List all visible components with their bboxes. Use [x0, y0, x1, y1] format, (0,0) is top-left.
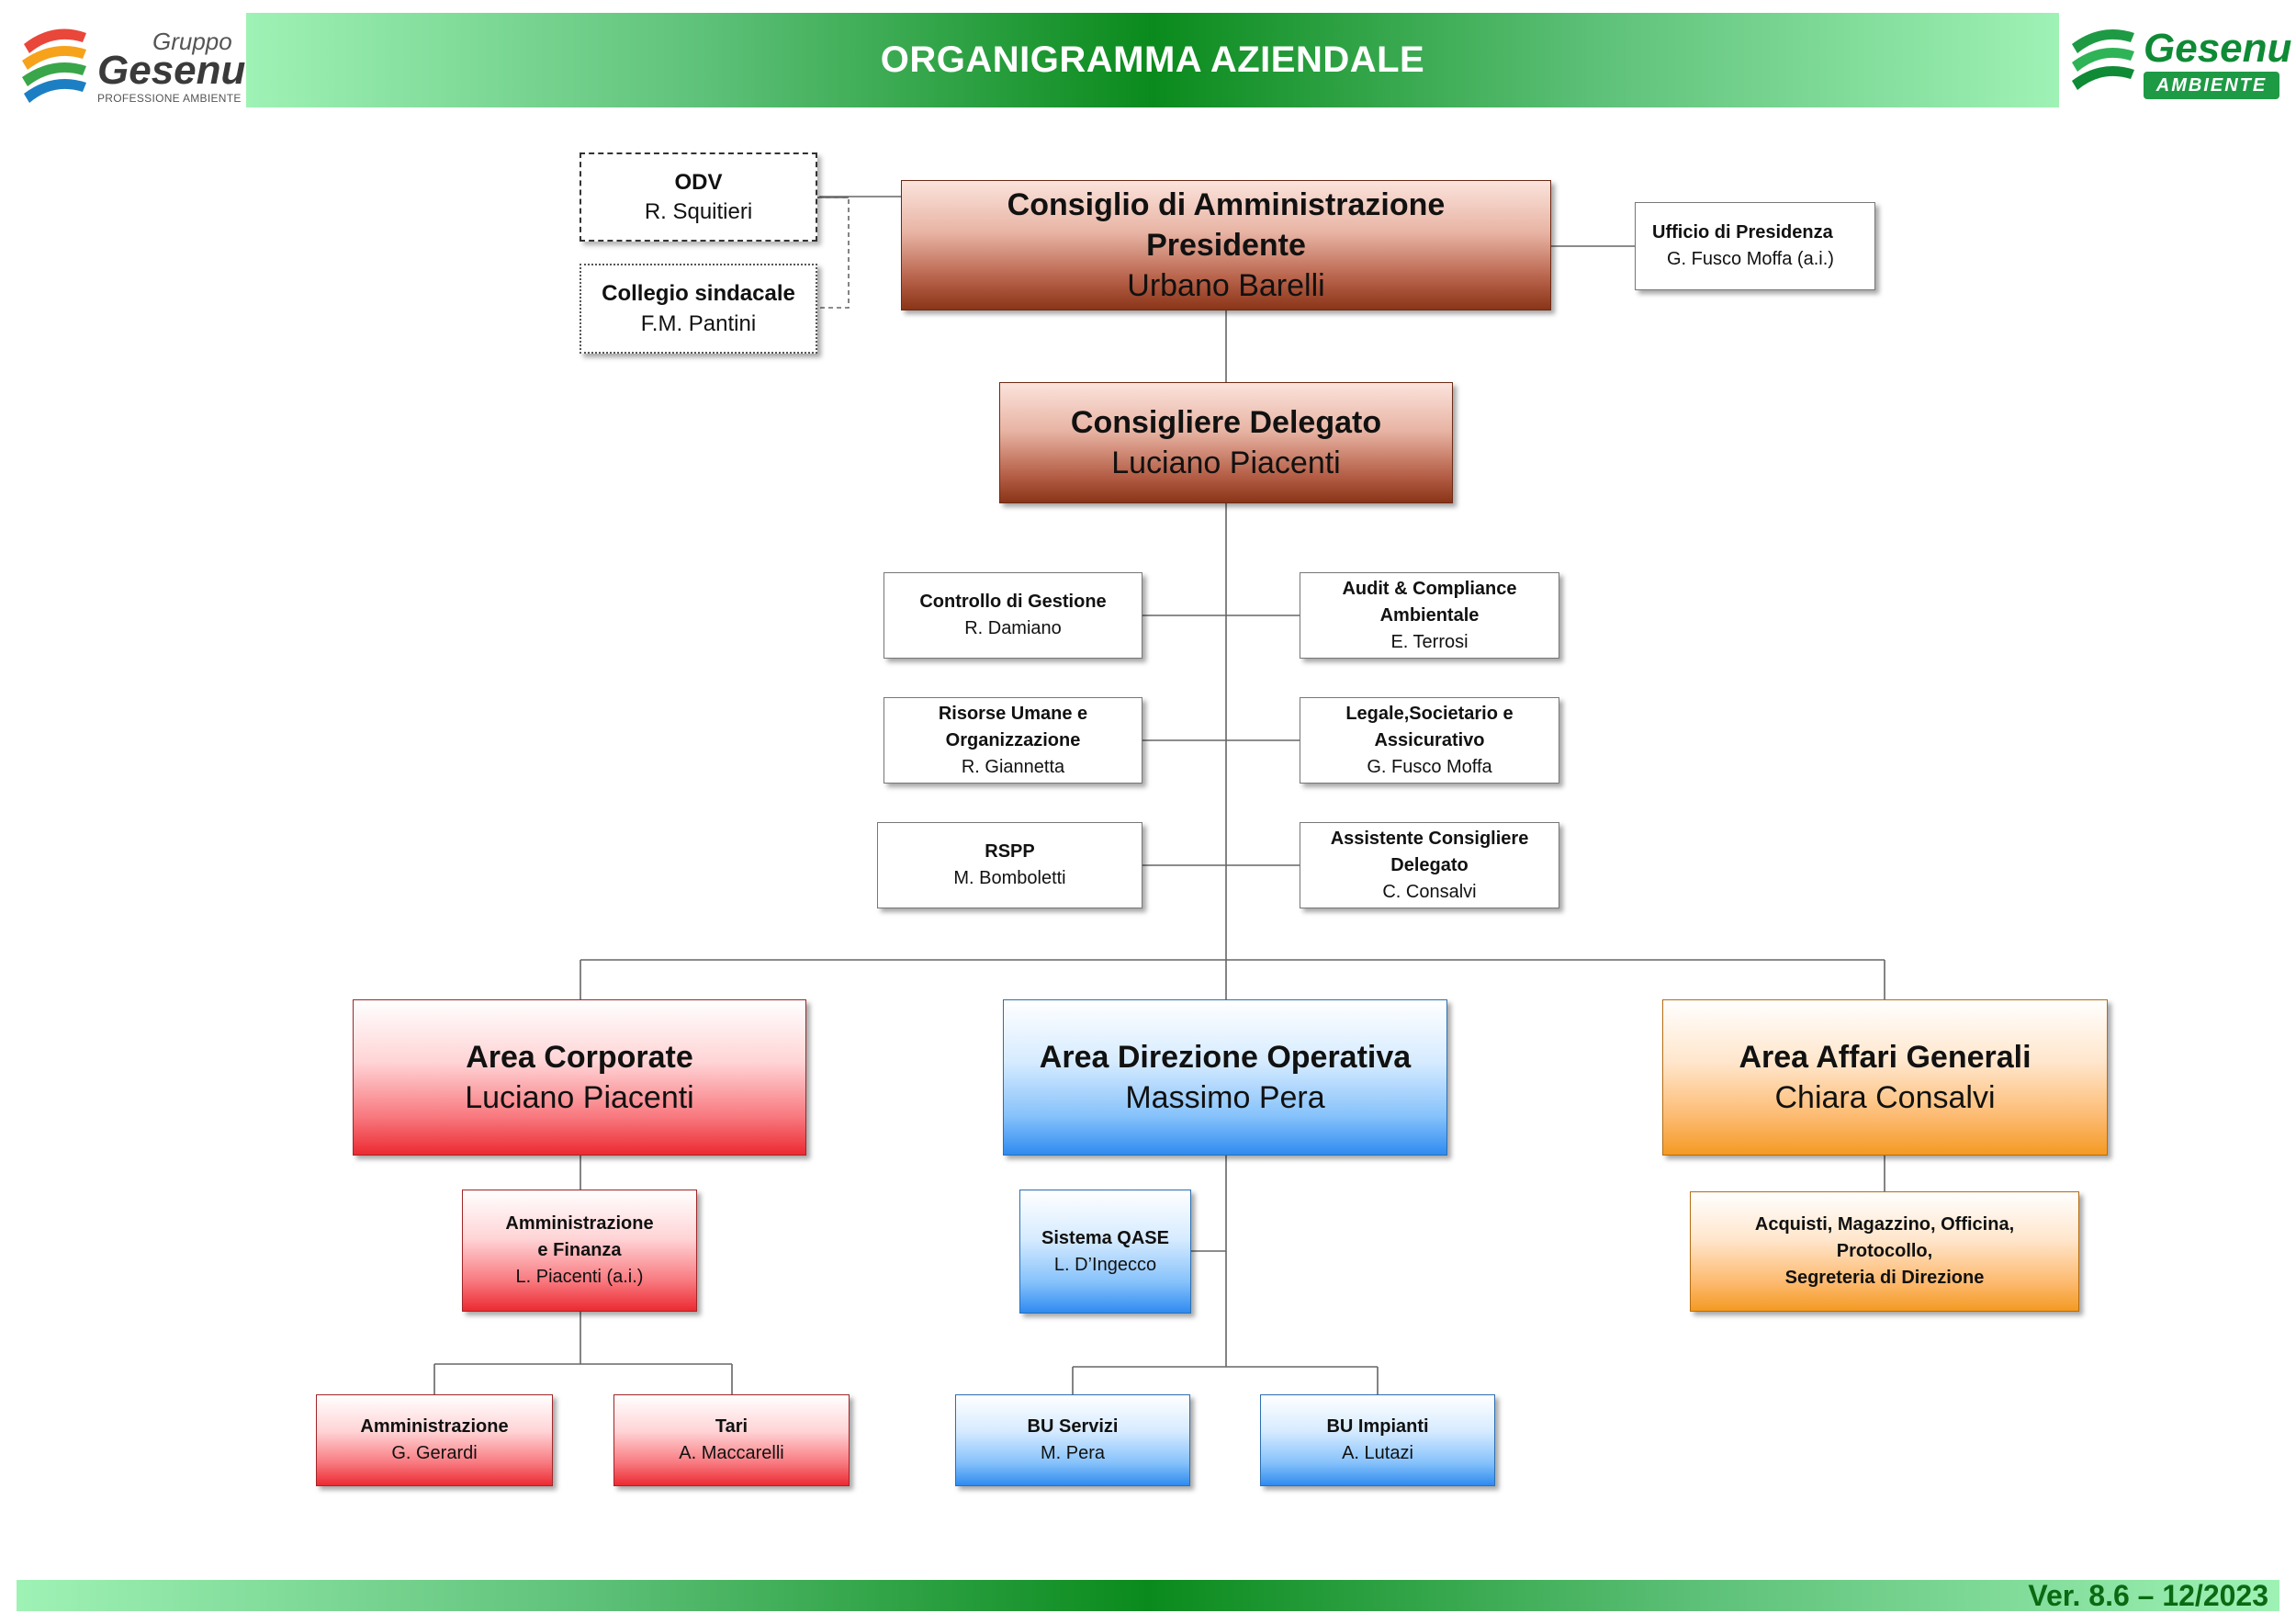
assistente-name: C. Consalvi [1382, 881, 1477, 902]
acquisti-line3: Segreteria di Direzione [1784, 1268, 1985, 1288]
odv-title: ODV [674, 169, 723, 195]
audit-title: Audit & Compliance [1342, 578, 1517, 599]
qase-title: Sistema QASE [1041, 1227, 1169, 1248]
amministrazione-name: G. Gerardi [391, 1443, 478, 1463]
logo-gruppo-gesenu: Gruppo Gesenu PROFESSIONE AMBIENTE [17, 17, 246, 108]
bu-impianti-name: A. Lutazi [1342, 1443, 1413, 1463]
box-legale-societario: Legale,Societario e Assicurativo G. Fusc… [1300, 697, 1559, 784]
rspp-name: M. Bomboletti [953, 868, 1066, 888]
legale-name: G. Fusco Moffa [1367, 756, 1492, 777]
collegio-name: F.M. Pantini [640, 311, 757, 336]
box-rspp: RSPP M. Bomboletti [877, 822, 1142, 908]
risorse-subtitle: Organizzazione [945, 729, 1081, 750]
box-bu-impianti: BU Impianti A. Lutazi [1260, 1394, 1495, 1486]
odv-name: R. Squitieri [644, 198, 753, 224]
header-band: ORGANIGRAMMA AZIENDALE [246, 13, 2059, 107]
logo-left-tagline: PROFESSIONE AMBIENTE [97, 92, 242, 105]
qase-name: L. D’Ingecco [1053, 1254, 1157, 1275]
logo-right-name: Gesenu [2144, 26, 2292, 71]
page-title: ORGANIGRAMMA AZIENDALE [880, 39, 1425, 80]
presidenza-name: G. Fusco Moffa (a.i.) [1667, 249, 1834, 269]
delegato-title: Consigliere Delegato [1070, 405, 1382, 440]
cda-name: Urbano Barelli [1127, 268, 1325, 303]
cda-subtitle: Presidente [1146, 228, 1306, 263]
collegio-title: Collegio sindacale [602, 281, 795, 306]
risorse-name: R. Giannetta [961, 756, 1065, 777]
logo-left-top: Gruppo [152, 28, 232, 55]
gesenu-logo-icon [22, 28, 86, 103]
assistente-title: Assistente Consigliere [1330, 828, 1529, 849]
area-corporate-title: Area Corporate [466, 1040, 693, 1075]
box-controllo-gestione: Controllo di Gestione R. Damiano [884, 572, 1142, 659]
bu-impianti-title: BU Impianti [1326, 1416, 1429, 1437]
delegato-name: Luciano Piacenti [1111, 445, 1341, 480]
rspp-title: RSPP [985, 841, 1035, 862]
amm-finanza-name: L. Piacenti (a.i.) [515, 1267, 644, 1287]
box-collegio-sindacale: Collegio sindacale F.M. Pantini [580, 264, 817, 354]
box-ufficio-presidenza: Ufficio di Presidenza G. Fusco Moffa (a.… [1635, 202, 1875, 290]
box-risorse-umane: Risorse Umane e Organizzazione R. Gianne… [884, 697, 1142, 784]
controllo-title: Controllo di Gestione [919, 592, 1107, 612]
amministrazione-title: Amministrazione [360, 1416, 509, 1437]
box-amministrazione: Amministrazione G. Gerardi [316, 1394, 553, 1486]
box-odv: ODV R. Squitieri [580, 152, 817, 242]
box-area-direzione-operativa: Area Direzione Operativa Massimo Pera [1003, 999, 1447, 1156]
area-affari-name: Chiara Consalvi [1774, 1080, 1996, 1115]
box-tari: Tari A. Maccarelli [613, 1394, 850, 1486]
audit-subtitle: Ambientale [1379, 604, 1480, 626]
logo-left-name: Gesenu [97, 48, 246, 93]
box-bu-servizi: BU Servizi M. Pera [955, 1394, 1190, 1486]
risorse-title: Risorse Umane e [938, 703, 1088, 724]
area-corporate-name: Luciano Piacenti [465, 1080, 694, 1115]
bu-servizi-title: BU Servizi [1027, 1416, 1119, 1437]
cda-title: Consiglio di Amministrazione [1007, 187, 1446, 222]
box-area-corporate: Area Corporate Luciano Piacenti [353, 999, 806, 1156]
audit-name: E. Terrosi [1390, 631, 1469, 652]
controllo-name: R. Damiano [964, 618, 1062, 638]
box-amministrazione-finanza: Amministrazione e Finanza L. Piacenti (a… [462, 1190, 697, 1312]
amm-finanza-subtitle: e Finanza [537, 1240, 622, 1260]
area-operativa-title: Area Direzione Operativa [1039, 1040, 1412, 1075]
tari-title: Tari [715, 1416, 748, 1437]
gesenu-ambiente-logo-icon [2072, 29, 2134, 90]
acquisti-line2: Protocollo, [1836, 1241, 1933, 1261]
presidenza-title: Ufficio di Presidenza [1652, 222, 1833, 242]
area-affari-title: Area Affari Generali [1739, 1040, 2032, 1075]
footer-band: Ver. 8.6 – 12/2023 [17, 1580, 2279, 1611]
tari-name: A. Maccarelli [679, 1443, 784, 1463]
assistente-subtitle: Delegato [1390, 854, 1469, 875]
logo-gesenu-ambiente: Gesenu AMBIENTE [2066, 17, 2291, 108]
area-operativa-name: Massimo Pera [1125, 1080, 1325, 1115]
legale-subtitle: Assicurativo [1374, 729, 1485, 750]
box-sistema-qase: Sistema QASE L. D’Ingecco [1019, 1190, 1191, 1314]
box-area-affari-generali: Area Affari Generali Chiara Consalvi [1662, 999, 2108, 1156]
logo-right-badge: AMBIENTE [2144, 72, 2279, 99]
box-assistente-consigliere: Assistente Consigliere Delegato C. Consa… [1300, 822, 1559, 908]
box-acquisti-magazzino: Acquisti, Magazzino, Officina, Protocoll… [1690, 1191, 2079, 1312]
version-label: Ver. 8.6 – 12/2023 [2028, 1579, 2268, 1612]
amm-finanza-title: Amministrazione [505, 1213, 654, 1234]
legale-title: Legale,Societario e [1345, 703, 1514, 724]
box-consiglio-amministrazione: Consiglio di Amministrazione Presidente … [901, 180, 1551, 310]
acquisti-line1: Acquisti, Magazzino, Officina, [1754, 1214, 2015, 1235]
box-audit-compliance: Audit & Compliance Ambientale E. Terrosi [1300, 572, 1559, 659]
bu-servizi-name: M. Pera [1040, 1443, 1106, 1463]
box-consigliere-delegato: Consigliere Delegato Luciano Piacenti [999, 382, 1453, 503]
